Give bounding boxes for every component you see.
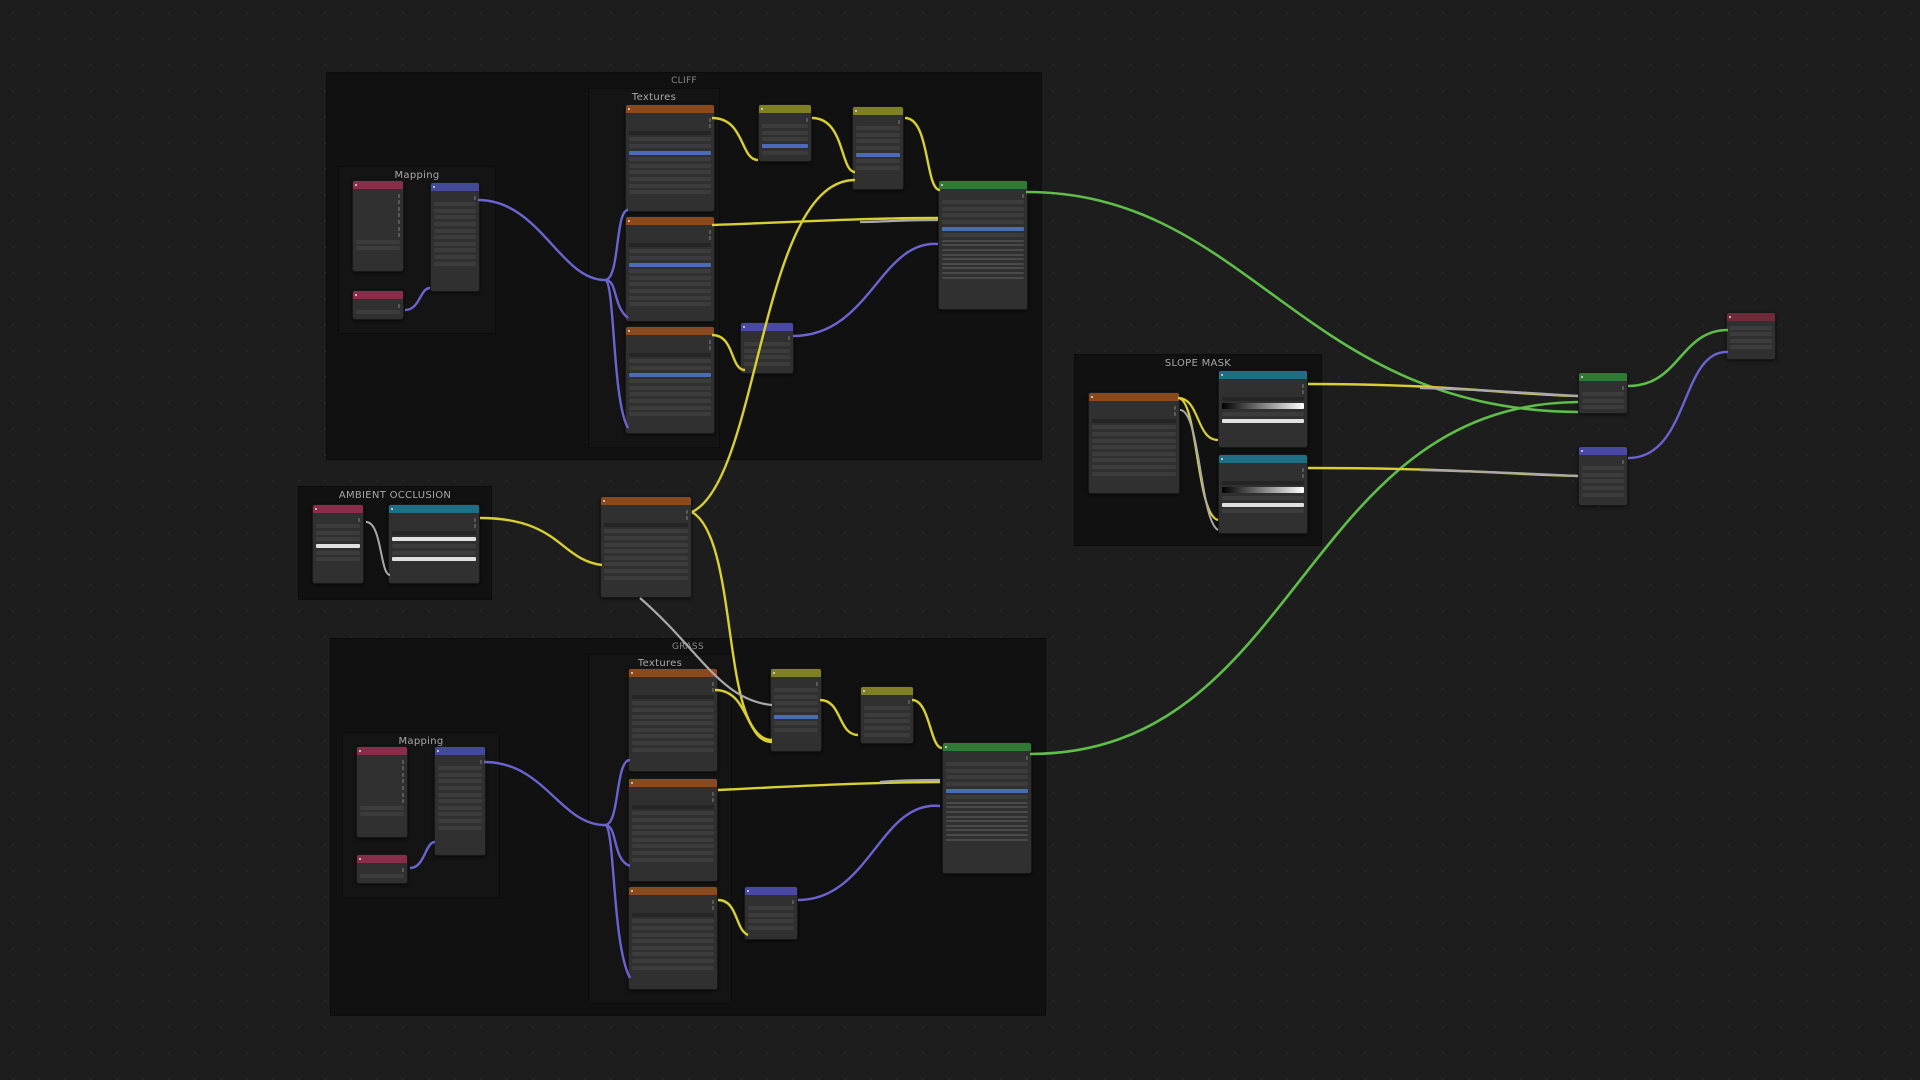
cliff-image-texture-2[interactable] xyxy=(625,216,715,322)
ao-texcoord-node[interactable] xyxy=(312,504,364,584)
link-slope-gray-mix[interactable] xyxy=(1419,386,1579,398)
node-header xyxy=(357,747,407,755)
ao-color-ramp-node[interactable] xyxy=(388,504,480,584)
link-slope-ramp1-to-mix[interactable] xyxy=(1307,382,1579,398)
link-slope-ramp2-to-bump[interactable] xyxy=(1307,466,1579,478)
node-header xyxy=(353,291,403,299)
mix-shader-node[interactable] xyxy=(1578,372,1628,414)
cliff-value-node[interactable] xyxy=(352,290,404,320)
cliff-mapping-node[interactable] xyxy=(430,182,480,292)
node-header xyxy=(1089,393,1179,401)
cliff-normal-map-node[interactable] xyxy=(740,322,794,374)
node-header xyxy=(745,887,797,895)
slope-color-ramp-2[interactable] xyxy=(1218,454,1308,534)
node-header xyxy=(741,323,793,331)
grass-hue-sat-node[interactable] xyxy=(860,686,914,744)
node-header xyxy=(939,181,1027,189)
frame-slope-label: SLOPE MASK xyxy=(1164,358,1232,369)
node-header xyxy=(1219,455,1307,463)
bump-node[interactable] xyxy=(1578,446,1628,506)
node-header xyxy=(431,183,479,191)
node-header xyxy=(629,779,717,787)
node-header xyxy=(313,505,363,513)
node-header xyxy=(626,217,714,225)
grass-mix-color-node[interactable] xyxy=(770,668,822,752)
grass-image-texture-3[interactable] xyxy=(628,886,718,990)
node-header xyxy=(435,747,485,755)
grass-texcoord-node[interactable] xyxy=(356,746,408,838)
node-header xyxy=(771,669,821,677)
grass-mapping-node[interactable] xyxy=(434,746,486,856)
node-header xyxy=(353,181,403,189)
frame-grass-label: GRASS xyxy=(672,642,704,652)
slope-color-ramp-1[interactable] xyxy=(1218,370,1308,448)
link-bump-to-output[interactable] xyxy=(1627,350,1729,460)
frame-cliff-label: CLIFF xyxy=(671,76,697,86)
grass-image-texture-1[interactable] xyxy=(628,668,718,772)
link-mix-to-output[interactable] xyxy=(1627,328,1729,388)
frame-cliff-mapping-label: Mapping xyxy=(394,170,440,181)
node-header xyxy=(629,669,717,677)
node-header xyxy=(1579,447,1627,455)
node-header xyxy=(1219,371,1307,379)
material-output-node[interactable] xyxy=(1726,312,1776,360)
cliff-hue-sat-node[interactable] xyxy=(758,104,812,162)
cliff-image-texture-1[interactable] xyxy=(625,104,715,212)
node-header xyxy=(759,105,811,113)
frame-ao-label: AMBIENT OCCLUSION xyxy=(338,490,452,501)
node-header xyxy=(943,743,1031,751)
grass-principled-bsdf[interactable] xyxy=(942,742,1032,874)
frame-grass-mapping-label: Mapping xyxy=(398,736,444,747)
cliff-principled-bsdf[interactable] xyxy=(938,180,1028,310)
node-header xyxy=(861,687,913,695)
node-header xyxy=(853,107,903,115)
grass-image-texture-2[interactable] xyxy=(628,778,718,882)
grass-value-node[interactable] xyxy=(356,854,408,884)
node-header xyxy=(601,497,691,505)
slope-image-texture-node[interactable] xyxy=(1088,392,1180,494)
link-ao-to-noise[interactable] xyxy=(479,516,603,567)
cliff-image-texture-3[interactable] xyxy=(625,326,715,434)
node-header xyxy=(1727,313,1775,321)
link-slope-gray-bump[interactable] xyxy=(1419,468,1579,478)
node-header xyxy=(357,855,407,863)
cliff-mix-color-node[interactable] xyxy=(852,106,904,190)
node-header xyxy=(626,327,714,335)
grass-normal-map-node[interactable] xyxy=(744,886,798,940)
node-header xyxy=(626,105,714,113)
node-header xyxy=(1579,373,1627,381)
noise-image-texture-node[interactable] xyxy=(600,496,692,598)
cliff-texcoord-node[interactable] xyxy=(352,180,404,272)
frame-cliff-textures-label: Textures xyxy=(631,92,677,103)
node-header xyxy=(389,505,479,513)
node-header xyxy=(629,887,717,895)
